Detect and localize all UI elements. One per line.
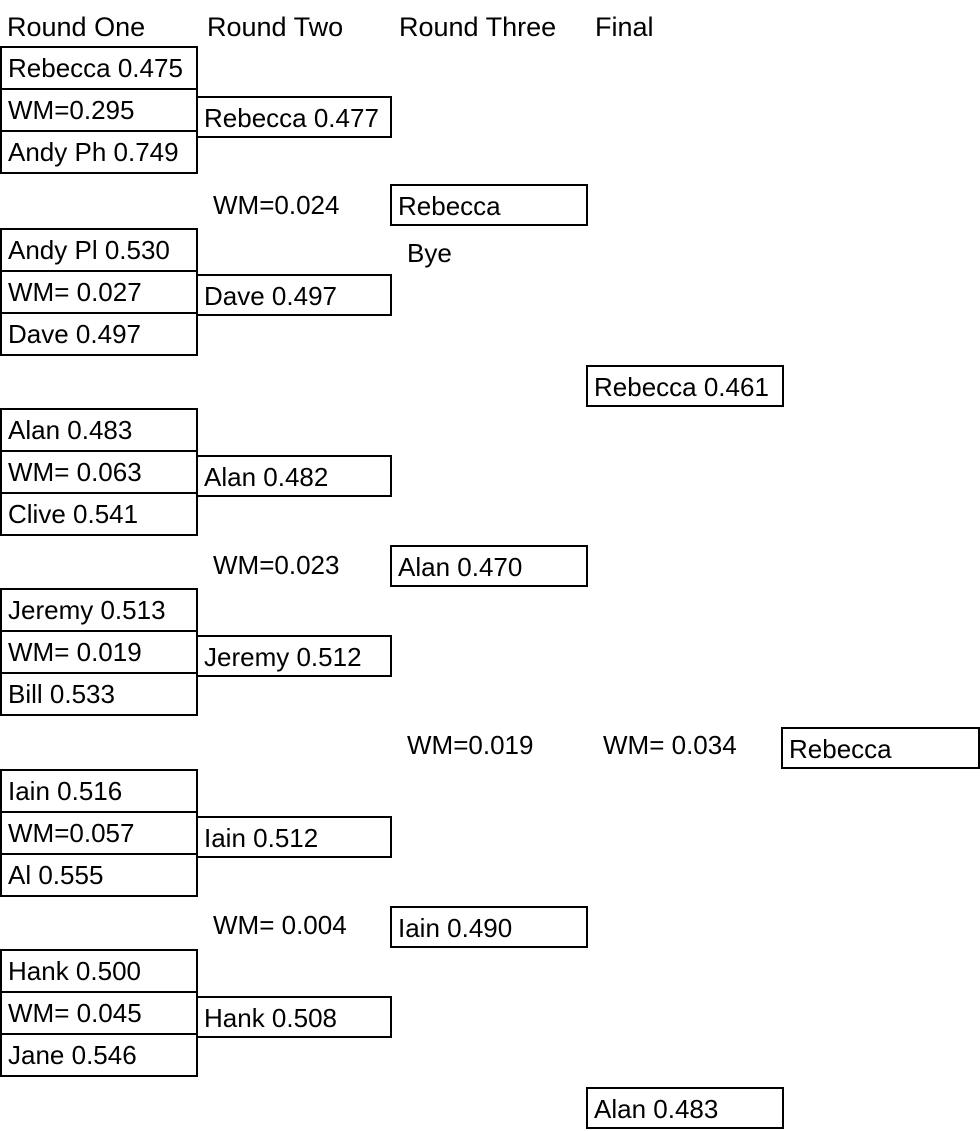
round-one-player: Iain 0.516 — [0, 769, 198, 813]
round-two-margin: WM=0.024 — [213, 190, 340, 220]
round-one-margin: WM=0.057 — [0, 811, 198, 855]
round-one-margin: WM=0.295 — [0, 88, 198, 132]
round-one-player: Bill 0.533 — [0, 672, 198, 716]
column-header-final: Final — [595, 12, 654, 42]
final-winner: Rebecca 0.461 — [586, 365, 784, 407]
round-two-winner: Alan 0.482 — [196, 455, 392, 497]
round-one-player: Andy Ph 0.749 — [0, 130, 198, 174]
round-two-margin: WM= 0.004 — [213, 910, 347, 940]
round-three-winner: Alan 0.470 — [390, 545, 588, 587]
final-runner-up: Alan 0.483 — [586, 1087, 784, 1129]
round-two-winner: Hank 0.508 — [196, 996, 392, 1038]
round-one-player: Jane 0.546 — [0, 1033, 198, 1077]
column-header-round-two: Round Two — [207, 12, 344, 42]
round-one-player: Hank 0.500 — [0, 949, 198, 993]
round-one-player: Alan 0.483 — [0, 408, 198, 452]
round-one-player: Dave 0.497 — [0, 312, 198, 356]
column-header-round-three: Round Three — [399, 12, 557, 42]
round-two-winner: Iain 0.512 — [196, 816, 392, 858]
round-two-winner: Rebecca 0.477 — [196, 96, 392, 138]
round-three-winner: Iain 0.490 — [390, 906, 588, 948]
round-one-player: Rebecca 0.475 — [0, 46, 198, 90]
round-one-margin: WM= 0.027 — [0, 270, 198, 314]
round-one-player: Andy Pl 0.530 — [0, 228, 198, 272]
champion-box: Rebecca — [781, 727, 980, 769]
round-one-margin: WM= 0.063 — [0, 450, 198, 494]
round-two-winner: Jeremy 0.512 — [196, 635, 392, 677]
round-three-bye-label: Bye — [407, 238, 452, 268]
round-one-player: Al 0.555 — [0, 853, 198, 897]
round-one-player: Jeremy 0.513 — [0, 588, 198, 632]
column-header-round-one: Round One — [7, 12, 146, 42]
round-one-margin: WM= 0.019 — [0, 630, 198, 674]
round-two-winner: Dave 0.497 — [196, 274, 392, 316]
round-three-margin: WM=0.019 — [407, 730, 534, 760]
final-margin: WM= 0.034 — [603, 730, 737, 760]
round-one-player: Clive 0.541 — [0, 492, 198, 536]
round-one-margin: WM= 0.045 — [0, 991, 198, 1035]
round-three-winner: Rebecca — [390, 184, 588, 226]
round-two-margin: WM=0.023 — [213, 550, 340, 580]
